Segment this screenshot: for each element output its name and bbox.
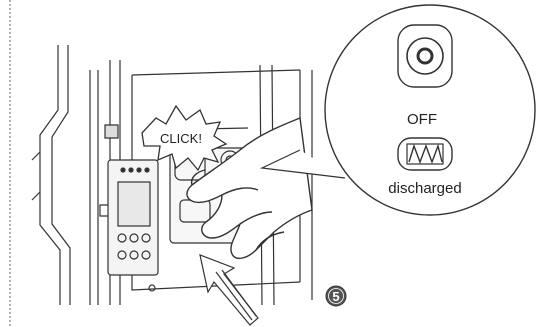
off-label: OFF	[407, 111, 437, 128]
cabinet-left-edge	[32, 45, 98, 305]
discharged-label: discharged	[388, 180, 461, 197]
click-text: CLICK!	[160, 131, 202, 146]
step-number: 5	[332, 289, 339, 304]
step-marker: 5	[326, 286, 346, 306]
zoom-inset: OFF discharged	[325, 5, 535, 215]
control-panel	[108, 160, 158, 291]
push-arrow	[200, 255, 258, 325]
